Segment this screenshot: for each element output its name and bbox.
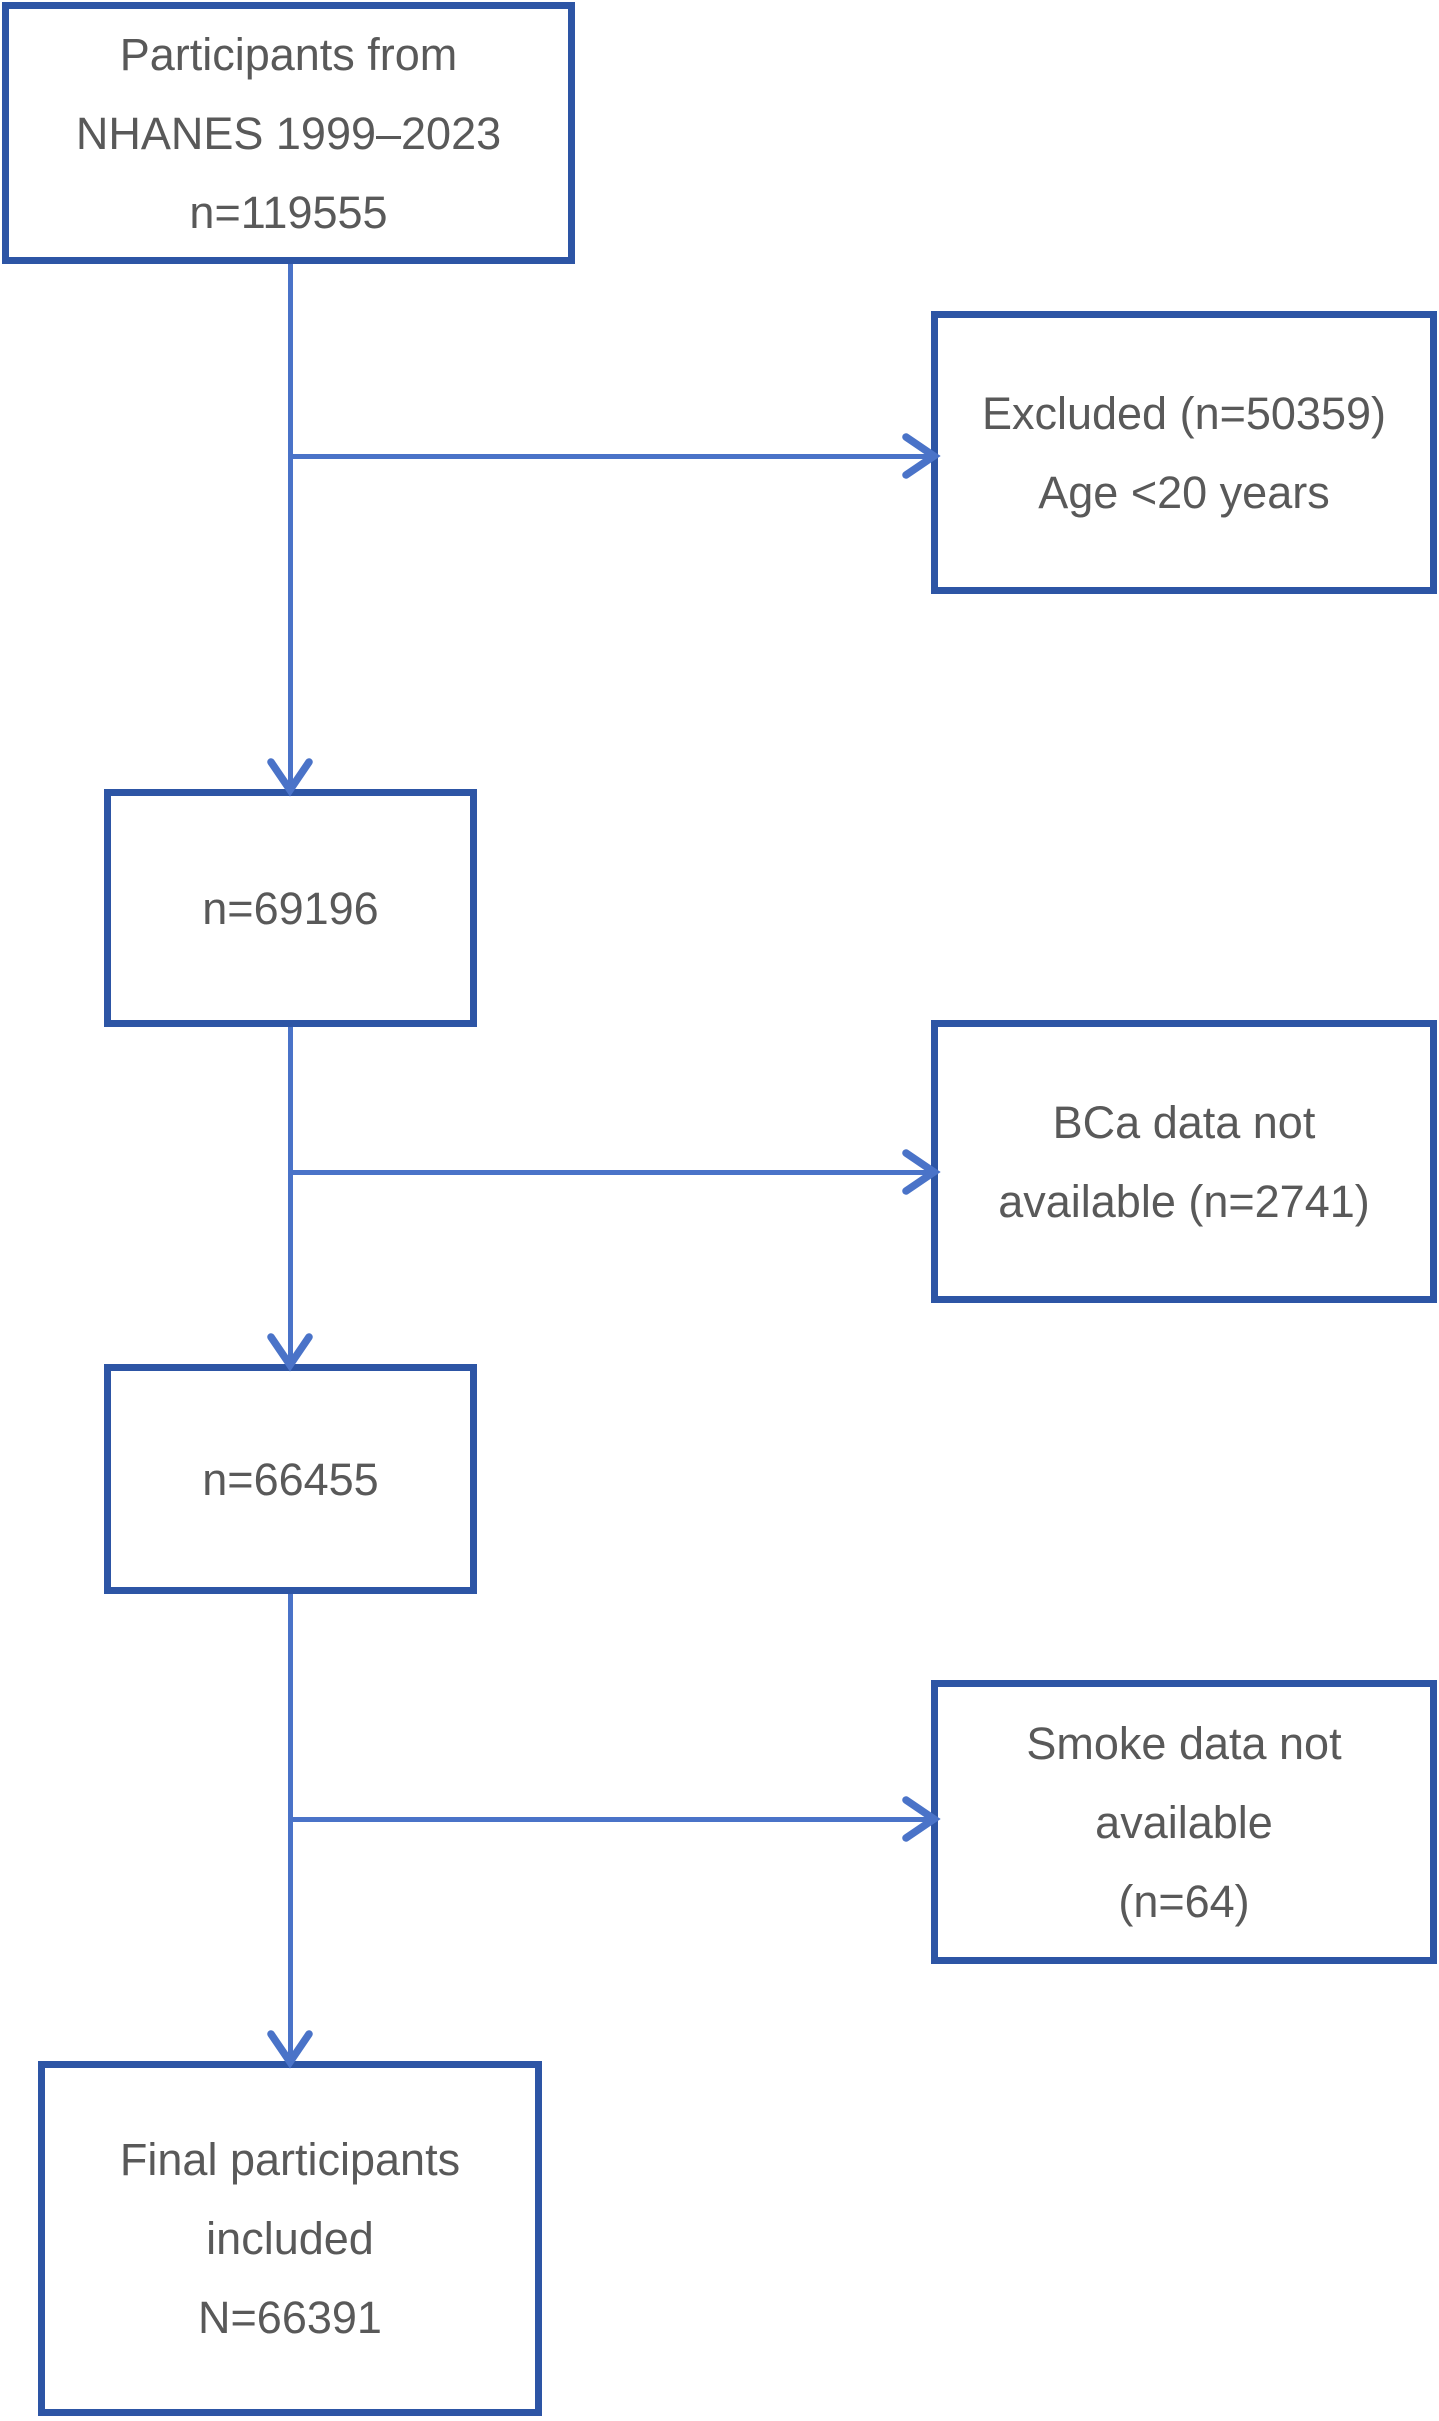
node-text-line: included (206, 2213, 374, 2264)
connector-branch-excluded-bca (292, 1170, 932, 1175)
connector-branch-excluded-age (292, 454, 932, 459)
node-text-line: available (1095, 1796, 1273, 1848)
node-after-bca-exclusion: n=66455 (104, 1364, 477, 1594)
arrow-down-icon (266, 757, 314, 797)
node-text-line: BCa data not (1052, 1096, 1316, 1148)
connector-source-to-after-age (288, 264, 293, 790)
arrow-right-icon (901, 1148, 941, 1196)
arrow-down-icon (266, 2029, 314, 2069)
node-text-line: Final participants (119, 2134, 461, 2185)
connector-after-age-to-after-bca (288, 1026, 293, 1365)
node-text-line: available (n=2741) (998, 1175, 1370, 1227)
arrow-right-icon (901, 432, 941, 480)
node-excluded-smoke: Smoke data not available (n=64) (931, 1680, 1437, 1964)
connector-after-bca-to-final (288, 1593, 293, 2062)
arrow-right-icon (901, 1795, 941, 1843)
node-text-line: Participants from (119, 28, 458, 80)
node-text-line: Excluded (n=50359) (981, 387, 1387, 439)
node-participants-source: Participants from NHANES 1999–2023 n=119… (2, 2, 575, 264)
node-text-line: N=66391 (198, 2292, 382, 2343)
connector-branch-excluded-smoke (292, 1817, 932, 1822)
node-text-line: NHANES 1999–2023 (75, 107, 502, 159)
node-text-line: Smoke data not (1026, 1717, 1342, 1769)
arrow-down-icon (266, 1332, 314, 1372)
node-text-line: n=119555 (189, 186, 388, 238)
node-after-age-exclusion: n=69196 (104, 789, 477, 1027)
node-text-line: (n=64) (1118, 1875, 1250, 1927)
node-text-line: n=69196 (202, 882, 379, 934)
node-text-line: n=66455 (202, 1453, 379, 1505)
node-text-line: Age <20 years (1038, 466, 1330, 518)
node-excluded-bca: BCa data not available (n=2741) (931, 1020, 1437, 1303)
node-final-included: Final participants included N=66391 (38, 2061, 542, 2416)
node-excluded-age: Excluded (n=50359) Age <20 years (931, 311, 1437, 594)
